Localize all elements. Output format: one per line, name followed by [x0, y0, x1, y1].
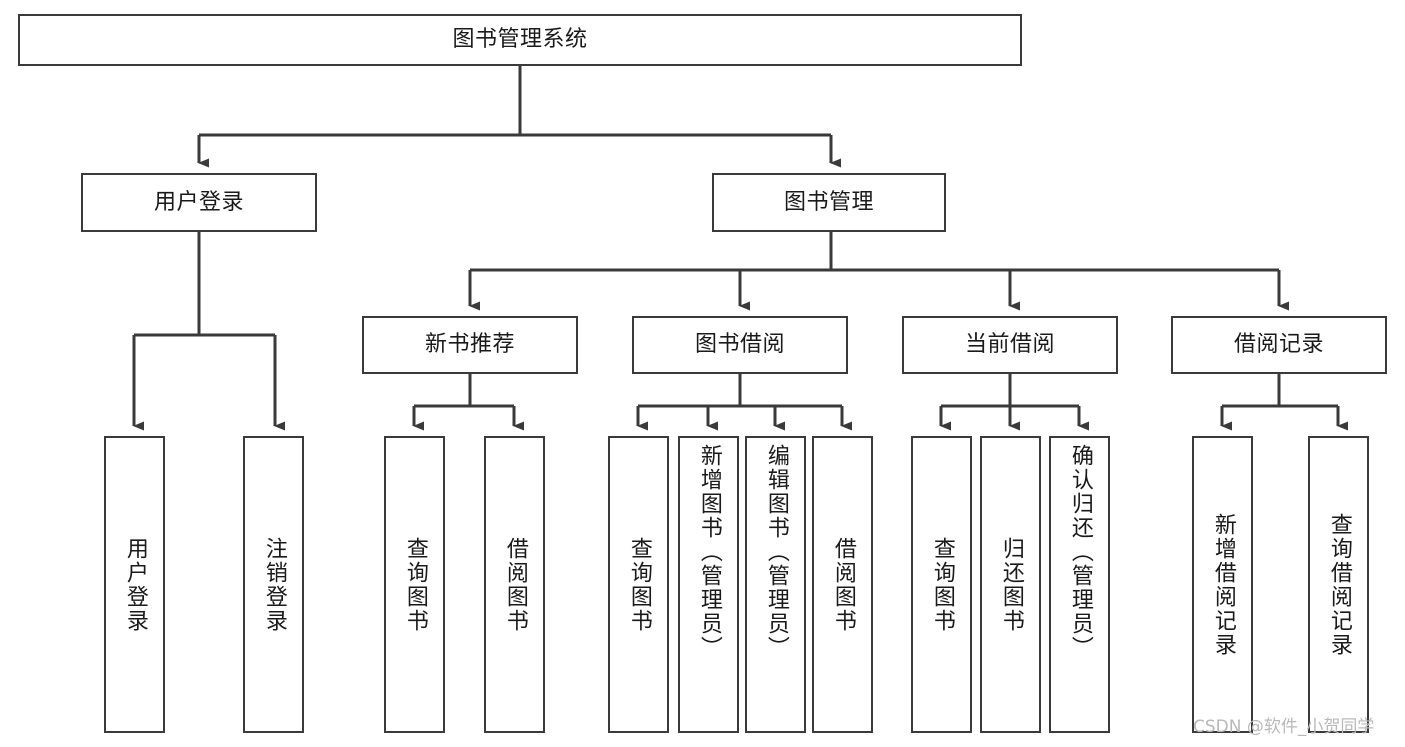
node-user-login-label: 用户登录 [153, 189, 244, 215]
node-leaf-query-book-3[interactable]: 查询图书 [911, 436, 972, 733]
node-current-borrow-label: 当前借阅 [964, 332, 1055, 358]
node-book-borrow-label: 图书借阅 [694, 332, 785, 358]
node-leaf-user-logout-label: 注销登录 [261, 536, 287, 633]
node-leaf-edit-book-label: 编辑图书（管理员） [763, 444, 789, 660]
node-leaf-confirm-return-label: 确认归还（管理员） [1067, 444, 1093, 660]
node-leaf-add-book[interactable]: 新增图书（管理员） [678, 436, 739, 733]
node-leaf-query-record[interactable]: 查询借阅记录 [1308, 436, 1369, 733]
node-leaf-user-logout[interactable]: 注销登录 [243, 436, 304, 733]
node-leaf-add-book-label: 新增图书（管理员） [696, 444, 722, 660]
node-root-system-label: 图书管理系统 [452, 27, 588, 53]
node-book-management-label: 图书管理 [783, 189, 874, 215]
node-leaf-query-book-1-label: 查询图书 [402, 536, 428, 633]
node-user-login[interactable]: 用户登录 [81, 173, 317, 232]
node-current-borrow[interactable]: 当前借阅 [902, 316, 1118, 374]
node-leaf-user-login[interactable]: 用户登录 [104, 436, 165, 733]
node-leaf-query-book-2[interactable]: 查询图书 [608, 436, 669, 733]
node-root-system[interactable]: 图书管理系统 [18, 14, 1022, 66]
node-leaf-query-record-label: 查询借阅记录 [1326, 512, 1352, 657]
node-borrow-record[interactable]: 借阅记录 [1171, 316, 1387, 374]
node-leaf-add-record-label: 新增借阅记录 [1210, 512, 1236, 657]
node-leaf-borrow-book-2-label: 借阅图书 [830, 536, 856, 633]
node-book-borrow[interactable]: 图书借阅 [632, 316, 848, 374]
node-book-management[interactable]: 图书管理 [712, 173, 946, 232]
node-leaf-borrow-book-2[interactable]: 借阅图书 [812, 436, 873, 733]
node-leaf-edit-book[interactable]: 编辑图书（管理员） [745, 436, 806, 733]
node-leaf-borrow-book-1[interactable]: 借阅图书 [484, 436, 545, 733]
node-borrow-record-label: 借阅记录 [1233, 332, 1324, 358]
node-leaf-return-book-label: 归还图书 [998, 536, 1024, 633]
node-leaf-user-login-label: 用户登录 [122, 536, 148, 633]
node-leaf-query-book-3-label: 查询图书 [929, 536, 955, 633]
node-leaf-borrow-book-1-label: 借阅图书 [502, 536, 528, 633]
node-leaf-query-book-1[interactable]: 查询图书 [384, 436, 445, 733]
node-leaf-confirm-return[interactable]: 确认归还（管理员） [1049, 436, 1110, 733]
node-leaf-query-book-2-label: 查询图书 [626, 536, 652, 633]
node-new-book-recommend-label: 新书推荐 [424, 332, 515, 358]
node-leaf-return-book[interactable]: 归还图书 [980, 436, 1041, 733]
node-leaf-add-record[interactable]: 新增借阅记录 [1192, 436, 1253, 733]
node-new-book-recommend[interactable]: 新书推荐 [362, 316, 578, 374]
